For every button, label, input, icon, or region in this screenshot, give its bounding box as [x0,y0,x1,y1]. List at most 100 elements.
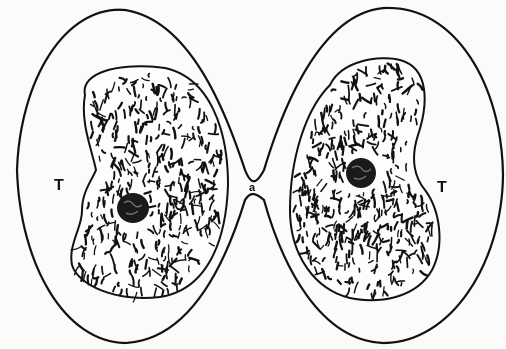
guard-cell-pair-outline [17,8,503,343]
cytoplasm-granule [171,149,172,159]
cytoplasm-granule [391,64,392,68]
cytoplasm-granule [397,117,398,125]
cytoplasm-granule [107,186,108,195]
cytoplasm-granule [378,116,379,126]
cytoplasm-granule [396,250,406,251]
left-cell-label: T [54,177,64,194]
cytoplasm-granule [377,282,378,285]
cytoplasm-granule [201,203,202,212]
cytoplasm-granule [158,240,159,244]
cytoplasm-granule [311,256,312,264]
cytoplasm-granule [137,232,138,238]
cytoplasm-granule [377,246,378,250]
cytoplasm-granule [190,191,191,198]
cytoplasm-granule [391,169,392,174]
cytoplasm-granule [385,131,386,135]
cytoplasm-granule [115,131,116,141]
cytoplasm-granule [143,124,146,125]
cytoplasm-granule [175,105,176,116]
cytoplasm-granule [149,268,150,277]
cytoplasm-granule [93,239,94,245]
cytoplasm-granule [192,204,193,214]
cytoplasm-granule [111,210,112,217]
cytoplasm-granule [393,200,394,204]
cytoplasm-granule [221,151,222,156]
cytoplasm-granule [188,175,189,178]
cytoplasm-granule [326,207,327,215]
cytoplasm-granule [170,198,171,205]
cytoplasm-granule [348,85,349,96]
cytoplasm-granule [84,253,85,259]
cytoplasm-granule [88,275,89,284]
cytoplasm-granule [205,185,206,189]
cytoplasm-granule [161,214,162,218]
cytoplasm-granule [360,94,361,101]
cytoplasm-granule [340,113,341,119]
cytoplasm-granule [183,200,184,208]
cytoplasm-granule [332,89,336,90]
cytoplasm-granule [393,144,394,149]
cytoplasm-granule [170,212,171,221]
cytoplasm-granule [411,116,412,121]
cytoplasm-granule [342,232,343,242]
cytoplasm-granule [179,209,185,210]
cytoplasm-granule [159,204,160,207]
cytoplasm-granule [336,257,337,262]
cytoplasm-granule [118,283,119,286]
cytoplasm-granule [305,173,307,178]
cytoplasm-granule [417,212,418,216]
cytoplasm-granule [99,156,100,161]
cytoplasm-granule [326,106,327,112]
cytoplasm-granule [147,153,148,161]
cytoplasm-granule [345,282,350,283]
cytoplasm-granule [113,133,114,137]
cytoplasm-granule [114,172,115,179]
cytoplasm-granule [166,268,167,279]
cytoplasm-granule [415,110,416,115]
cytoplasm-granule [313,211,316,212]
cytoplasm-granule [328,208,329,212]
cytoplasm-granule [103,197,104,207]
cytoplasm-granule [145,122,152,123]
cytoplasm-granule [85,235,86,245]
cytoplasm-granule [148,74,149,77]
cytoplasm-granule [93,92,95,97]
cytoplasm-granule [159,124,160,130]
cytoplasm-granule [162,290,163,295]
cytoplasm-granule [209,228,210,235]
cytoplasm-granule [178,109,179,112]
cytoplasm-granule [139,280,140,287]
cytoplasm-granule [167,203,168,212]
cytoplasm-granule [341,81,348,83]
cytoplasm-granule [207,190,208,193]
cytoplasm-granule [325,208,326,211]
cytoplasm-granule [394,190,395,196]
cytoplasm-granule [349,263,350,267]
cytoplasm-granule [190,98,191,108]
cytoplasm-granule [189,266,190,272]
cytoplasm-granule [167,262,168,273]
cytoplasm-granule [135,122,136,132]
cytoplasm-granule [167,289,168,293]
cytoplasm-granule [145,260,147,269]
cytoplasm-granule [208,188,217,189]
cytoplasm-granule [325,216,331,217]
cytoplasm-granule [204,112,205,121]
cytoplasm-granule [321,113,322,121]
cytoplasm-granule [149,180,150,183]
cytoplasm-granule [138,119,139,124]
cytoplasm-granule [347,254,348,263]
cytoplasm-granule [331,140,332,149]
cytoplasm-granule [187,134,188,140]
cytoplasm-granule [168,245,169,254]
left-nucleus [117,193,149,223]
cytoplasm-granule [170,223,171,229]
cytoplasm-granule [141,100,142,108]
cytoplasm-granule [101,239,102,242]
cytoplasm-granule [212,195,213,199]
cytoplasm-granule [124,110,125,118]
cytoplasm-granule [389,177,390,187]
cytoplasm-granule [432,225,433,236]
right-cell-label: T [437,179,447,196]
